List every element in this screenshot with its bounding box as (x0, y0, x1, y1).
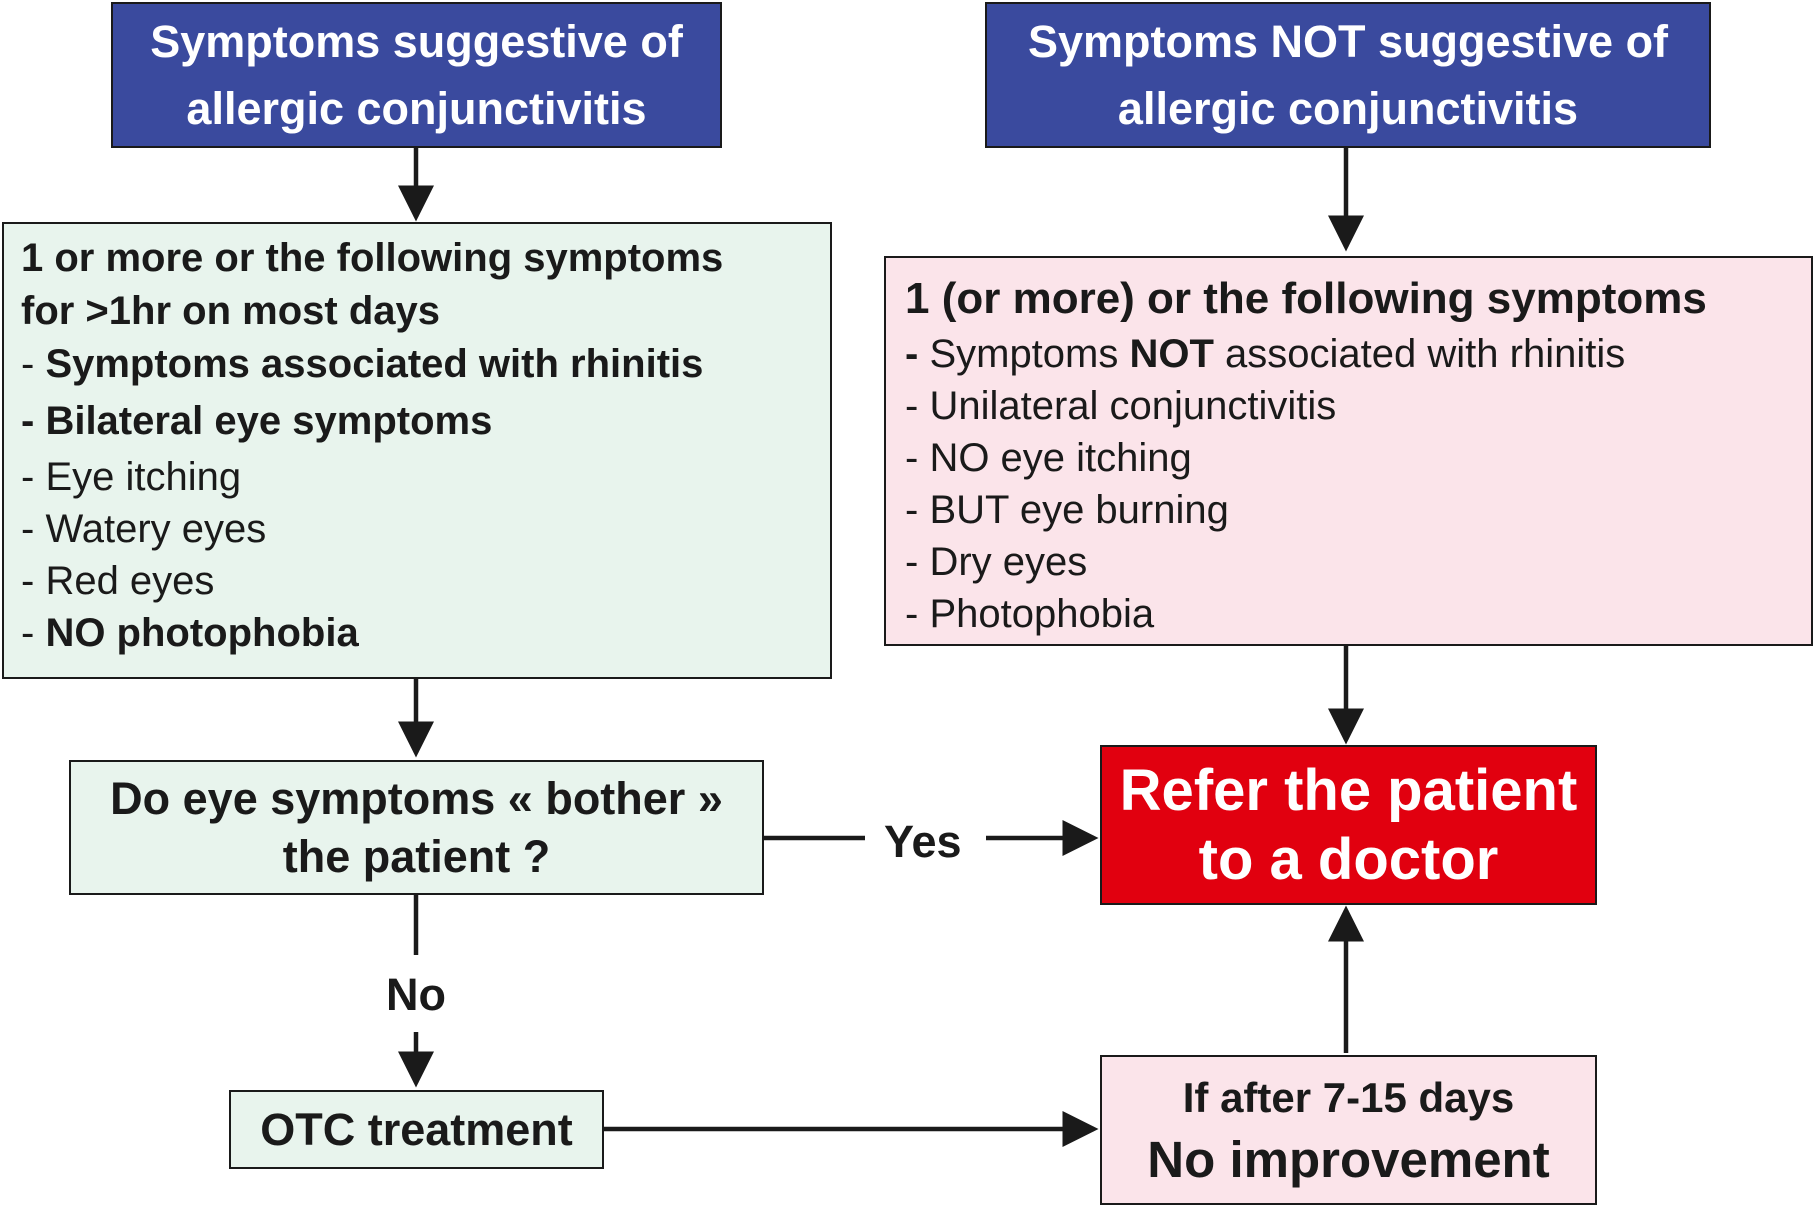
top-left-title-box: Symptoms suggestive of allergic conjunct… (111, 2, 722, 148)
dash: - (21, 559, 46, 603)
dash: - (905, 332, 930, 376)
dash: - (905, 384, 930, 428)
dash: - (21, 611, 46, 655)
left-symptoms-heading-line1: 1 or more or the following symptoms (21, 236, 724, 280)
dash: - (905, 436, 930, 480)
refer-line1: Refer the patient (1119, 758, 1578, 823)
right-symptoms-box: 1 (or more) or the following symptoms - … (884, 256, 1813, 646)
left-item-red: - Red eyes (21, 559, 215, 603)
dash: - (21, 399, 46, 443)
left-item-bilateral: - Bilateral eye symptoms (21, 399, 493, 443)
question-box: Do eye symptoms « bother » the patient ? (69, 760, 764, 895)
top-right-title-line2: allergic conjunctivitis (1117, 83, 1579, 134)
top-left-title-line1: Symptoms suggestive of (150, 16, 683, 67)
right-item-not-rhinitis: - Symptoms NOT associated with rhinitis (905, 332, 1626, 376)
question-line2: the patient ? (282, 830, 551, 882)
refer-line2: to a doctor (1198, 827, 1499, 892)
refer-doctor-box: Refer the patient to a doctor (1100, 745, 1597, 905)
top-right-title-line1: Symptoms NOT suggestive of (1027, 16, 1669, 67)
dash: - (21, 455, 46, 499)
question-line1: Do eye symptoms « bother » (110, 772, 723, 824)
top-left-title-line2: allergic conjunctivitis (186, 83, 647, 134)
no-label: No (386, 969, 446, 1020)
right-item-burning: - BUT eye burning (905, 488, 1229, 532)
right-item-unilateral: - Unilateral conjunctivitis (905, 384, 1337, 428)
dash: - (905, 592, 930, 636)
left-symptoms-heading-line2: for >1hr on most days (21, 289, 440, 333)
dash: - (905, 488, 930, 532)
otc-label: OTC treatment (260, 1103, 573, 1155)
left-item-watery: - Watery eyes (21, 507, 267, 551)
followup-line1: If after 7-15 days (1182, 1074, 1515, 1121)
left-symptoms-box: 1 or more or the following symptoms for … (2, 222, 832, 679)
left-item-itching: - Eye itching (21, 455, 242, 499)
yes-label: Yes (884, 816, 962, 867)
otc-treatment-box: OTC treatment (229, 1090, 604, 1169)
right-item-photophobia: - Photophobia (905, 592, 1155, 636)
left-item-rhinitis: - Symptoms associated with rhinitis (21, 342, 704, 386)
right-item-dry-eyes: - Dry eyes (905, 540, 1088, 584)
left-item-photophobia: - NO photophobia (21, 611, 359, 655)
right-symptoms-heading: 1 (or more) or the following symptoms (905, 274, 1707, 323)
followup-box: If after 7-15 days No improvement (1100, 1055, 1597, 1205)
dash: - (905, 540, 930, 584)
right-item-no-itching: - NO eye itching (905, 436, 1192, 480)
dash: - (21, 507, 46, 551)
dash: - (21, 342, 46, 386)
followup-line2: No improvement (1147, 1131, 1550, 1188)
top-right-title-box: Symptoms NOT suggestive of allergic conj… (985, 2, 1711, 148)
